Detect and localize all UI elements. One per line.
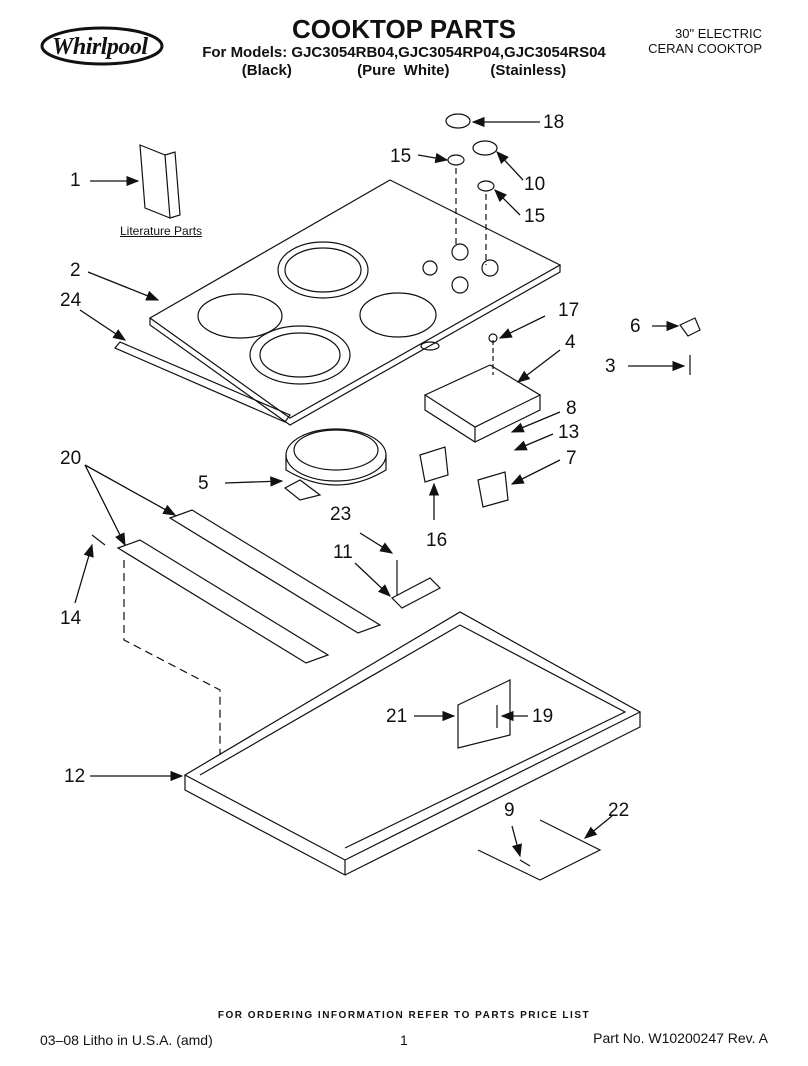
callout-19: 19 [532, 706, 554, 727]
callout-23: 23 [330, 504, 352, 525]
callout-1: 1 [70, 170, 81, 191]
callout-15-top: 15 [390, 146, 412, 167]
knob-seal-15b [477, 180, 495, 192]
callout-20: 20 [60, 448, 82, 469]
callout-3: 3 [605, 356, 616, 377]
callout-10: 10 [524, 174, 546, 195]
callout-11: 11 [333, 542, 353, 563]
product-type: 30" ELECTRIC CERAN COOKTOP [648, 26, 762, 56]
product-type-line1: 30" ELECTRIC [675, 26, 762, 41]
bracket-20b [116, 539, 330, 664]
screw-14 [91, 534, 106, 546]
callout-2: 2 [70, 260, 81, 281]
control-module [423, 364, 542, 443]
callout-16: 16 [426, 530, 448, 551]
trim-strip [114, 341, 291, 423]
callout-24: 24 [60, 290, 82, 311]
callout-13: 13 [558, 422, 580, 443]
product-type-line2: CERAN COOKTOP [648, 41, 762, 56]
literature-parts-label: Literature Parts [120, 224, 203, 238]
callout-6: 6 [630, 316, 641, 337]
switch-16 [419, 446, 449, 483]
page-number: 1 [400, 1032, 408, 1048]
knob-10 [472, 140, 498, 156]
part-number: Part No. W10200247 Rev. A [593, 1030, 768, 1046]
screw-9 [519, 859, 531, 867]
knob-seal-15a [447, 154, 465, 166]
litho-info: 03–08 Litho in U.S.A. (amd) [40, 1032, 213, 1048]
callout-14: 14 [60, 608, 82, 629]
model-numbers: For Models: GJC3054RB04,GJC3054RP04,GJC3… [202, 44, 606, 61]
callout-5: 5 [198, 473, 209, 494]
callout-9: 9 [504, 800, 515, 821]
switch-7 [477, 471, 509, 508]
literature-booklet [139, 144, 181, 219]
page-title: COOKTOP PARTS [292, 14, 516, 44]
exploded-parts-diagram [74, 113, 701, 881]
radiant-element [283, 428, 387, 501]
base-tray [183, 611, 642, 876]
callout-22: 22 [608, 800, 630, 821]
ordering-note: FOR ORDERING INFORMATION REFER TO PARTS … [217, 1010, 591, 1021]
callout-15-bottom: 15 [524, 206, 546, 227]
callout-12: 12 [64, 766, 86, 787]
model-colors: (Black) (Pure White) (Stainless) [241, 62, 567, 79]
bracket-11 [390, 577, 442, 609]
callout-7: 7 [566, 448, 577, 469]
callout-17: 17 [558, 300, 580, 321]
brand-logo-text: Whirlpool [52, 34, 148, 60]
callout-21: 21 [386, 706, 408, 727]
whirlpool-logo [40, 26, 164, 66]
callout-8: 8 [566, 398, 577, 419]
knob-18 [445, 113, 471, 129]
cooktop-glass [148, 179, 562, 426]
bracket-20a [168, 509, 382, 634]
callout-4: 4 [565, 332, 576, 353]
bracket-21 [457, 679, 511, 749]
bracket-22 [477, 819, 602, 881]
callout-18: 18 [543, 112, 565, 133]
clip-6 [679, 317, 701, 337]
